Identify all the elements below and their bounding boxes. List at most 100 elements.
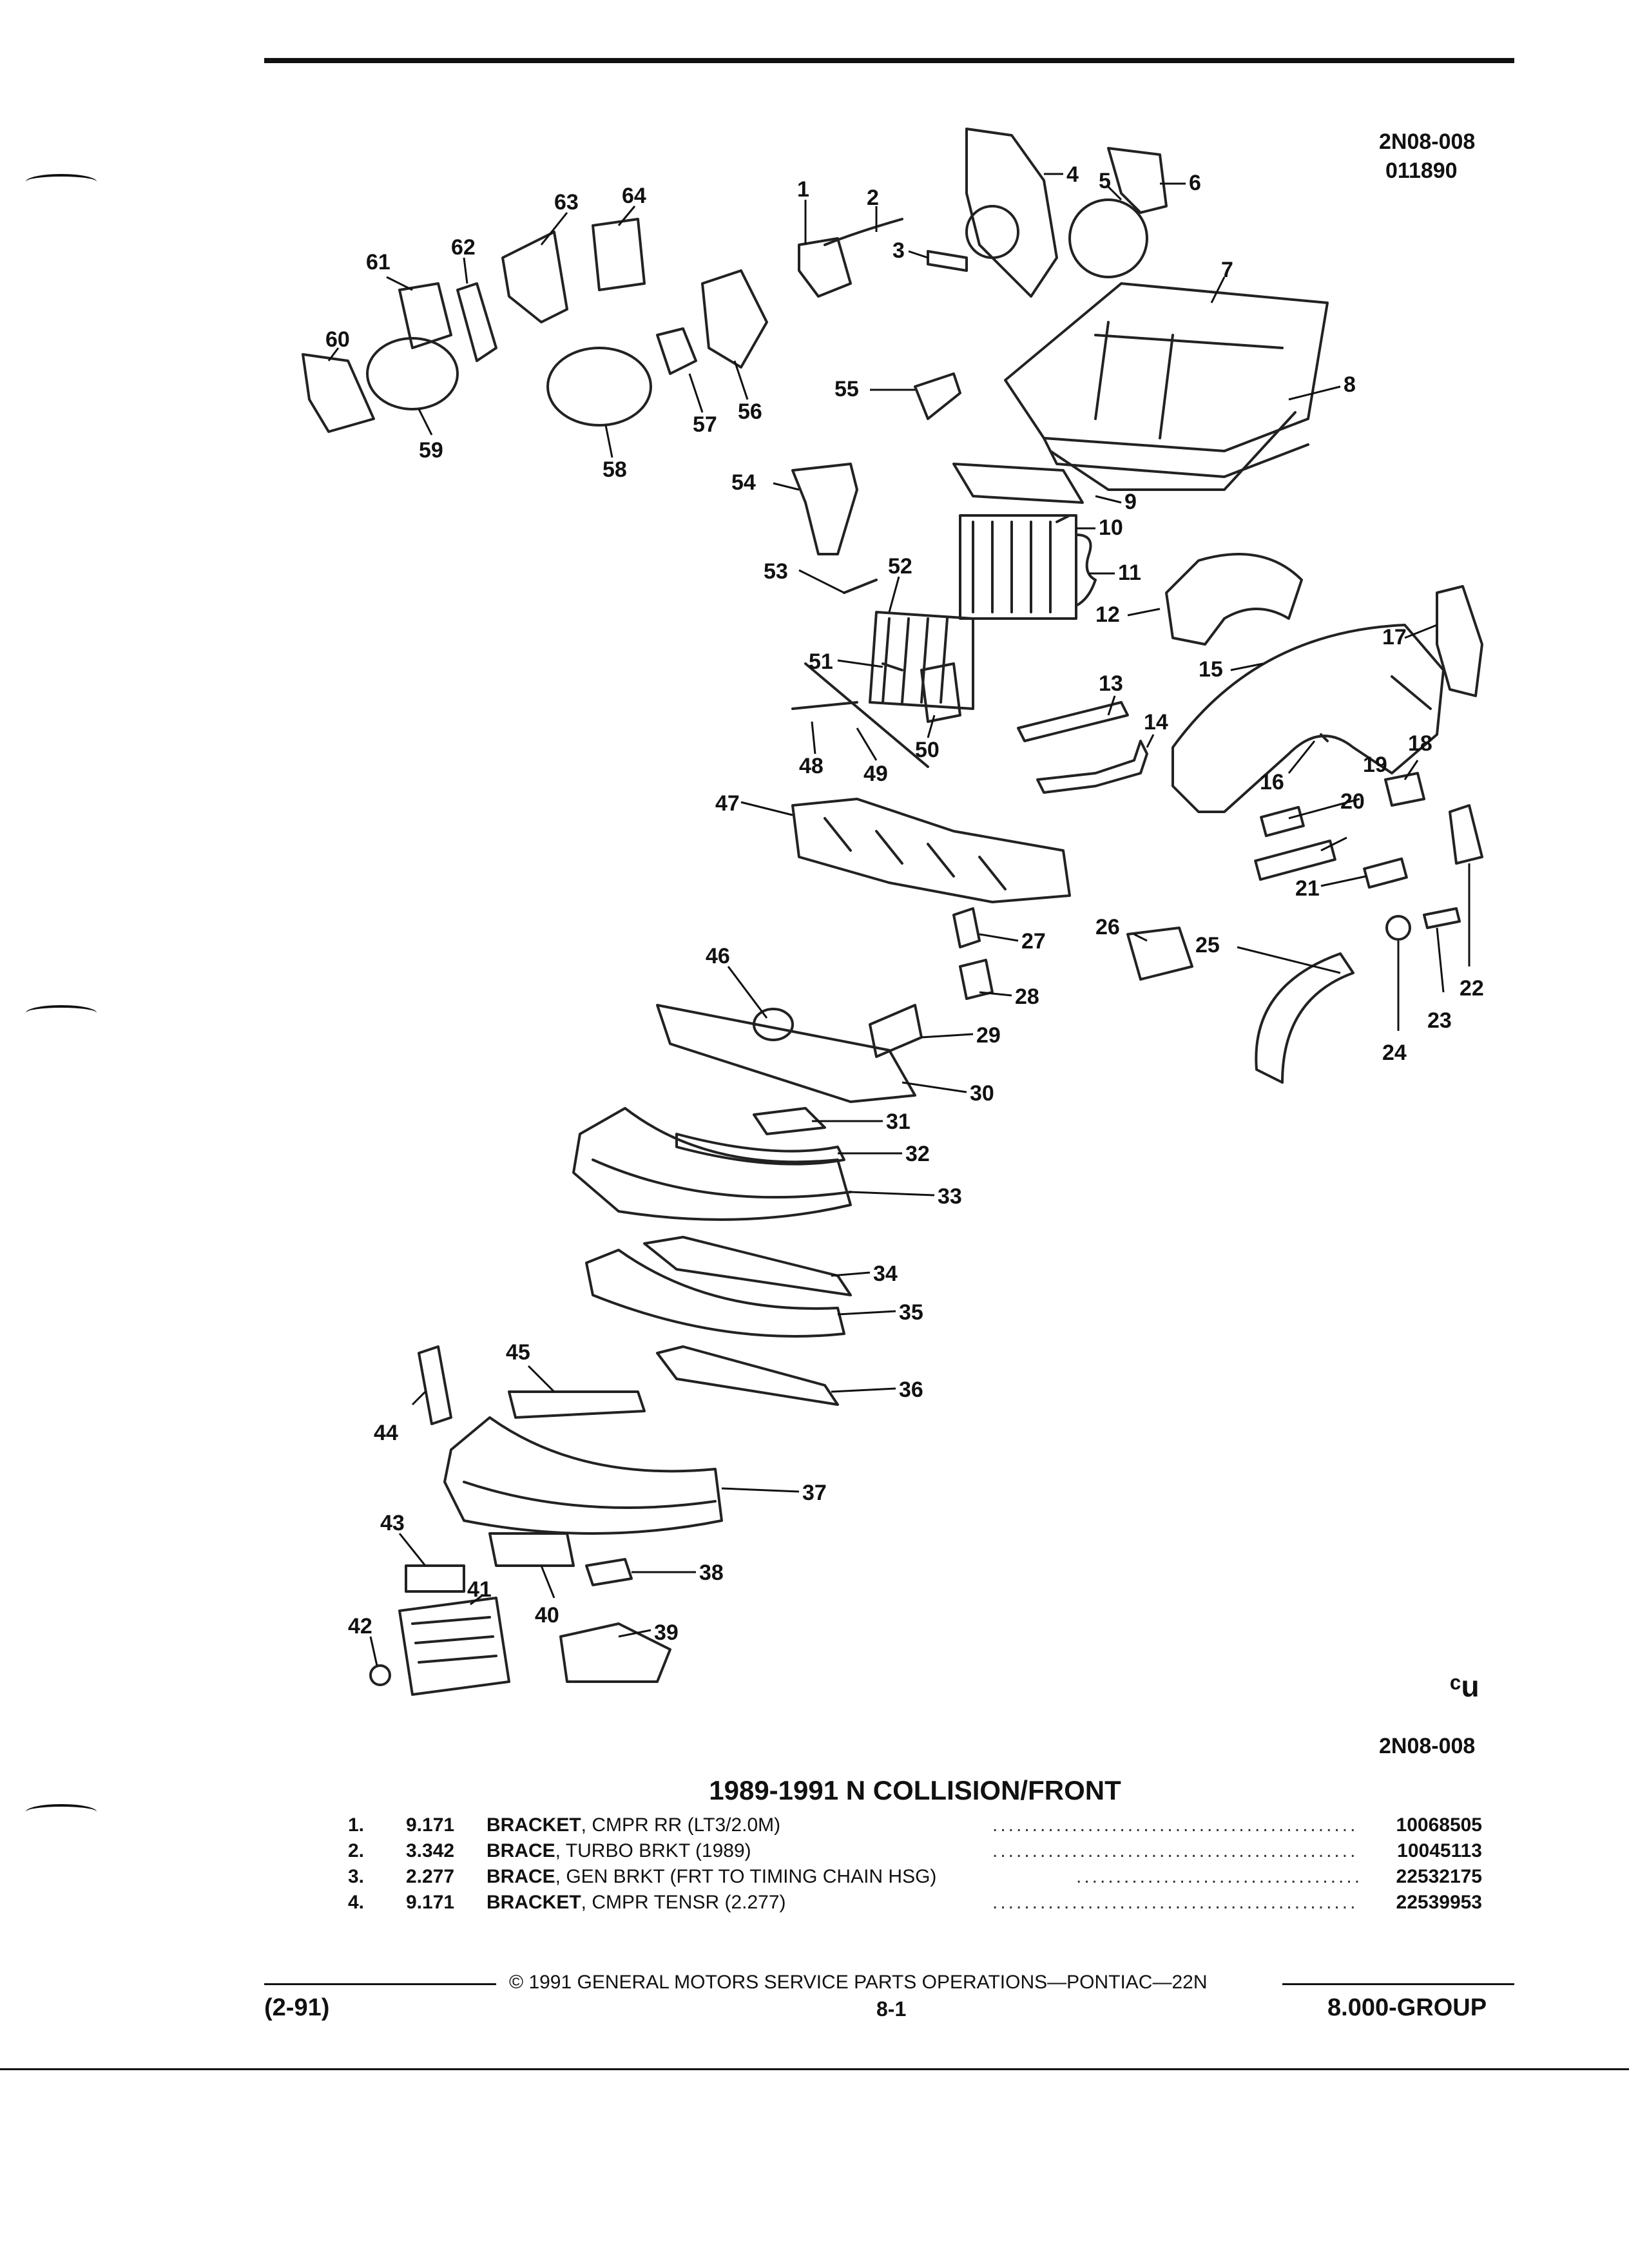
callout-17: 17: [1382, 625, 1407, 649]
callout-62: 62: [451, 235, 476, 260]
bracket-drawing-28: [959, 959, 994, 1000]
callout-46: 46: [706, 944, 730, 968]
callout-5: 5: [1099, 169, 1111, 193]
callout-14: 14: [1144, 710, 1168, 735]
callout-47: 47: [715, 791, 740, 816]
margin-mark: [26, 1804, 97, 1820]
part-number: 22532175: [1396, 1866, 1482, 1887]
brace-drawing-13: [1017, 701, 1129, 742]
emblem-drawing-21: [1363, 857, 1408, 889]
parts-list-row: 1. 9.171 BRACKET, CMPR RR (LT3/2.0M) ...…: [348, 1811, 1482, 1840]
item-description: BRACKET, CMPR RR (LT3/2.0M): [487, 1811, 780, 1840]
callout-44: 44: [374, 1421, 398, 1445]
callout-50: 50: [915, 738, 940, 762]
callout-11: 11: [1118, 561, 1141, 585]
callout-3: 3: [892, 238, 905, 263]
callout-27: 27: [1021, 929, 1046, 954]
callout-13: 13: [1099, 671, 1123, 696]
gasket-drawing-64: [592, 218, 646, 291]
fender-liner-drawing: [1165, 553, 1303, 646]
emblem-drawing-20: [1254, 839, 1336, 881]
leader-lines: [327, 173, 1470, 1666]
bracket-drawing-57: [656, 327, 697, 375]
callout-10: 10: [1099, 515, 1123, 540]
part-drawing-35: [585, 1249, 845, 1338]
item-code: 3.342: [406, 1840, 455, 1861]
callout-24: 24: [1382, 1041, 1407, 1065]
callout-49: 49: [863, 762, 888, 786]
bracket-drawing-56: [701, 269, 768, 369]
side-marker-drawing: [1436, 585, 1483, 697]
footer-rule-left: [264, 1983, 496, 1985]
part-drawings: [302, 128, 1483, 1696]
part-drawing-31: [753, 1107, 826, 1135]
bottom-rule: [0, 2068, 1629, 2070]
callout-51: 51: [809, 649, 833, 674]
item-number: 4.: [348, 1892, 365, 1913]
part-drawing-24: [1385, 915, 1411, 941]
callout-33: 33: [938, 1184, 962, 1209]
callout-26: 26: [1095, 915, 1120, 939]
bracket-drawing-63: [501, 231, 568, 323]
part-number: 22539953: [1396, 1892, 1482, 1913]
callout-53: 53: [764, 559, 788, 584]
callout-41: 41: [467, 1577, 492, 1602]
bracket-drawing-54: [791, 463, 858, 555]
callout-58: 58: [602, 457, 627, 482]
margin-mark: [26, 1005, 97, 1021]
callout-40: 40: [535, 1603, 559, 1628]
callout-6: 6: [1189, 171, 1201, 195]
item-description: BRACKET, CMPR TENSR (2.277): [487, 1888, 786, 1917]
part-number: 10045113: [1397, 1840, 1482, 1861]
callout-48: 48: [799, 754, 824, 778]
corner-symbol: ᶜu: [1450, 1669, 1480, 1703]
item-number: 2.: [348, 1840, 365, 1861]
callout-54: 54: [731, 470, 756, 495]
part-drawing-44: [418, 1345, 452, 1425]
copyright-text: © 1991 GENERAL MOTORS SERVICE PARTS OPER…: [509, 1972, 1208, 1993]
callout-31: 31: [886, 1110, 911, 1134]
diagram-bottom-code: 2N08-008: [1379, 1734, 1476, 1758]
callout-34: 34: [873, 1262, 898, 1286]
bracket-drawing-60: [302, 353, 375, 433]
item-code: 2.277: [406, 1866, 455, 1887]
callout-42: 42: [348, 1614, 372, 1639]
callout-37: 37: [802, 1481, 827, 1505]
callout-12: 12: [1095, 602, 1120, 627]
grille-drawing-41: [398, 1597, 510, 1696]
callout-labels: 1 2 3 4 5 6 7 8 9 10 11 12 13 14 15 16 1…: [325, 162, 1484, 1645]
lamp-drawing-39: [559, 1622, 671, 1683]
item-name: BRACE: [487, 1840, 555, 1861]
callout-8: 8: [1344, 372, 1356, 397]
part-drawing-49: [804, 662, 929, 768]
fastener-drawing-42: [369, 1664, 391, 1686]
hood-drawing: [1004, 282, 1329, 452]
callout-4: 4: [1066, 162, 1079, 187]
item-description: BRACE, GEN BRKT (FRT TO TIMING CHAIN HSG…: [487, 1862, 936, 1892]
bumper-reinforcement-drawing: [675, 1133, 845, 1166]
item-code: 9.171: [406, 1814, 455, 1836]
part-drawing-45: [508, 1390, 646, 1419]
fender-drawing: [1171, 624, 1445, 813]
compressor-tensioner-drawing: [1107, 147, 1168, 214]
part-drawing-51: [882, 662, 903, 671]
brace-drawing-2: [824, 218, 903, 246]
revision-date: (2-91): [264, 1994, 330, 2021]
lower-fascia-drawing: [443, 1416, 723, 1535]
item-detail: , GEN BRKT (FRT TO TIMING CHAIN HSG): [555, 1866, 937, 1887]
headlamp-housing-drawing: [791, 798, 1071, 903]
item-number: 1.: [348, 1814, 365, 1836]
footer-rule-right: [1282, 1983, 1514, 1985]
callout-23: 23: [1427, 1008, 1452, 1033]
callout-18: 18: [1408, 731, 1432, 756]
bracket-drawing-1: [798, 237, 852, 298]
callout-59: 59: [419, 438, 443, 463]
callout-38: 38: [699, 1561, 724, 1585]
parts-list-row: 4. 9.171 BRACKET, CMPR TENSR (2.277) ...…: [348, 1888, 1482, 1917]
part-drawing-34: [643, 1236, 852, 1296]
callout-21: 21: [1295, 876, 1320, 901]
callout-20: 20: [1340, 789, 1365, 814]
part-drawing-50: [920, 662, 961, 723]
dot-leader: ........................................…: [992, 1814, 1360, 1836]
condenser-drawing: [869, 611, 974, 710]
